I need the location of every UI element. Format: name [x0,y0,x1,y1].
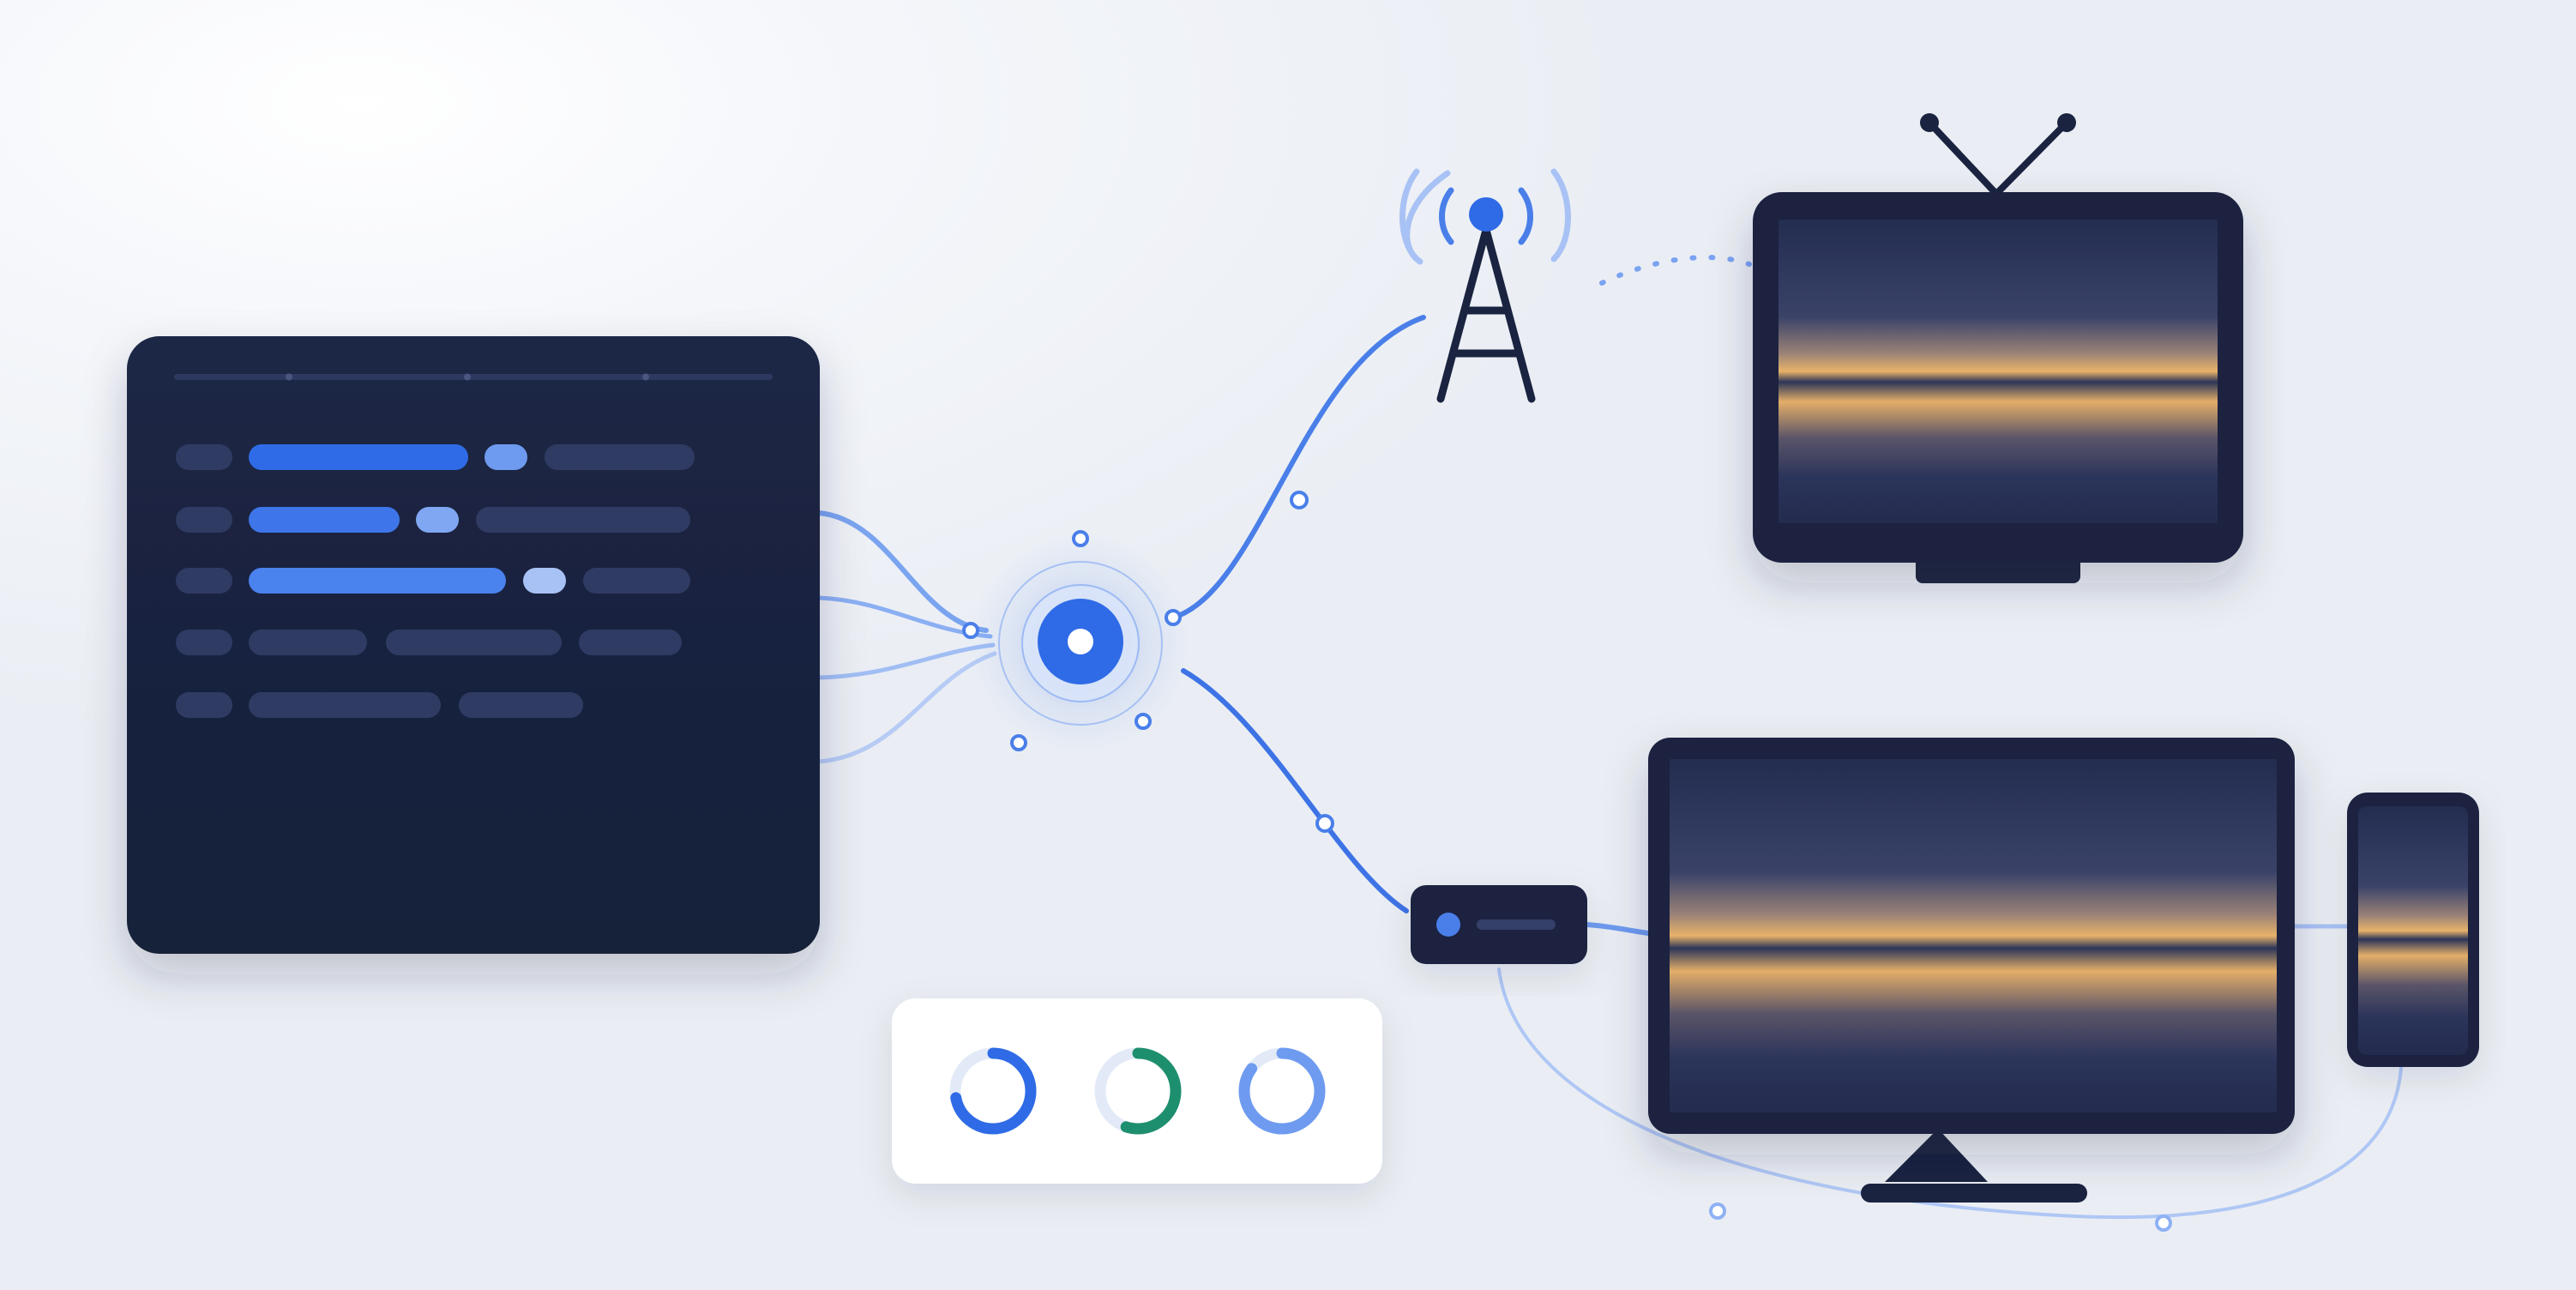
status-card-body [892,998,1382,1184]
signal-hub-icon [969,532,1192,755]
node-dot [1315,814,1334,833]
hub-center [1068,629,1093,654]
hub-outer-ring [998,561,1163,726]
signal-wave-outer-right [1550,168,1571,262]
tower-beacon [1469,197,1503,232]
panel-row-segment-bright [249,568,506,594]
progress-ring-icon [1238,1047,1326,1135]
panel-row-segment-muted [176,507,232,533]
tv-rabbit-ears [1926,119,2070,197]
panel-row-segment-muted [583,568,690,594]
node-dot [1290,491,1309,509]
status-card [892,998,1382,1184]
progress-ring-icon [949,1047,1037,1135]
panel-row-segment-muted [476,507,690,533]
television-icon [1753,113,2243,583]
panel-row-segment-bright [249,444,468,470]
status-rings [949,1047,1326,1135]
node-dot [2155,1215,2172,1232]
phone-screen [2358,806,2468,1055]
connection-loop [1497,968,2403,1220]
signal-wave-outer-left [1399,168,1420,262]
connection-panel-to-hub [816,651,997,764]
node-dot [1709,1203,1726,1220]
signal-wave-inner-left [1439,187,1454,245]
toolbar-marker [642,373,649,381]
panel-row-segment-muted [176,630,232,655]
toolbar-marker [286,373,292,381]
tv-screen [1779,220,2218,523]
connection-hub-to-receiver [1181,668,1409,913]
panel-row-segment-bright [249,507,400,533]
panel-toolbar-rule [174,374,773,380]
connection-hub-to-antenna [1171,315,1426,620]
tv-antenna-tip [1920,113,1939,132]
panel-row-segment-muted [176,568,232,594]
tv-antenna-tip [2057,113,2076,132]
content-library-panel [127,336,820,954]
broadcast-tower-icon [1399,168,1571,403]
panel-rows [176,444,695,718]
monitor-neck [1885,1129,1988,1182]
panel-row-segment-muted [386,630,562,655]
panel-row-segment-muted [545,444,695,470]
progress-ring-icon [1094,1047,1182,1135]
panel-row-segment-muted [249,630,367,655]
monitor-foot [1861,1184,2087,1203]
monitor-screen [1670,759,2277,1112]
panel-row-segment-muted [249,692,441,718]
tower-frame [1436,226,1536,403]
connection-receiver-to-monitor [1584,922,1651,936]
connection-panel-to-hub [816,510,989,633]
signal-wave-inner-right [1518,187,1533,245]
connection-lines [816,255,2403,1220]
connection-antenna-to-tv-broadcast [1599,255,1752,286]
set-top-box-icon [1411,885,1587,964]
receiver-slot [1477,919,1556,930]
panel-row-segment-muted [459,692,583,718]
panel-row-segment-muted [579,630,682,655]
monitor-icon [1648,738,2295,1203]
panel-row-segment-light [485,444,527,470]
panel-row-segment-light [523,568,566,594]
panel-row-segment-muted [176,692,232,718]
receiver-light [1436,913,1460,937]
panel-row-segment-muted [176,444,232,470]
toolbar-marker [464,373,471,381]
panel-row-segment-light [416,507,459,533]
phone-icon [2347,793,2479,1067]
